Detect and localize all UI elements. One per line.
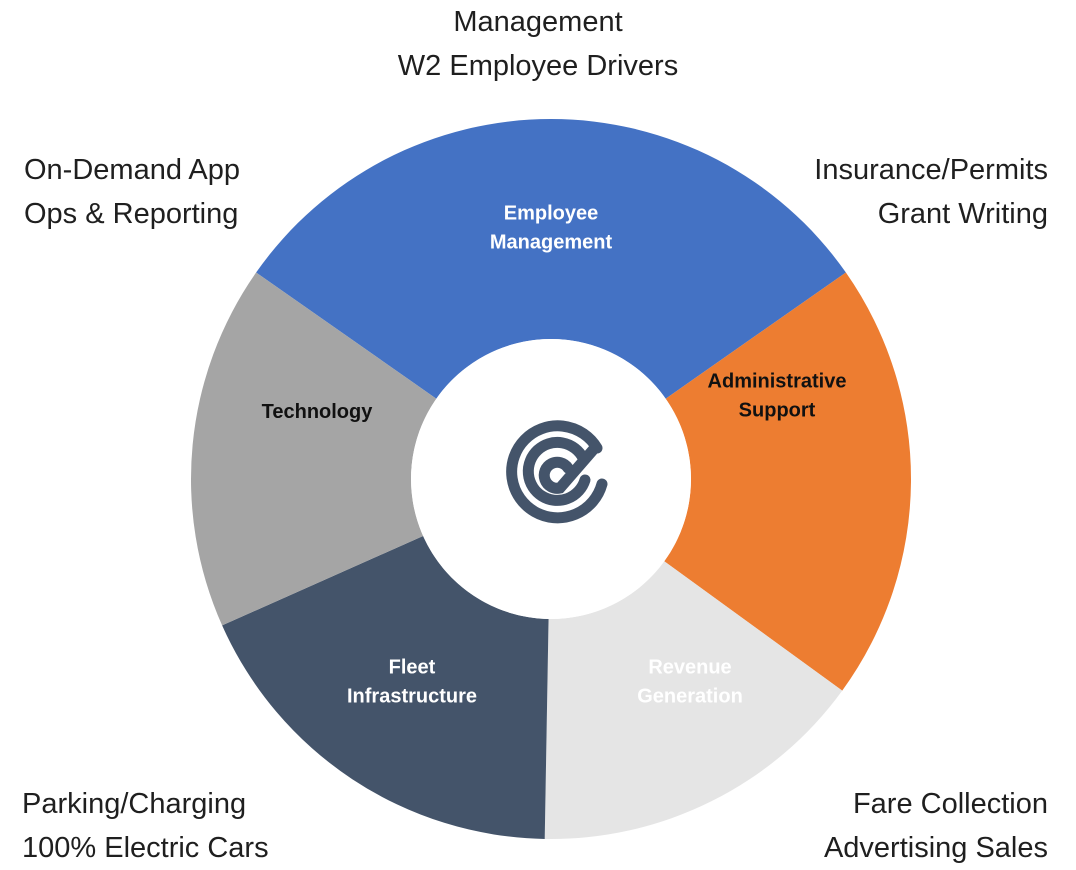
segment-label-fleet-line-1: Fleet [389,657,436,679]
segment-labels: EmployeeManagementAdministrativeSupportR… [262,203,847,708]
segment-label-employee-line-1: Employee [504,203,598,225]
segment-label-administrative-line-1: Administrative [708,371,847,393]
segment-label-administrative-line-2: Support [739,400,816,422]
segment-label-revenue-line-2: Generation [637,686,743,708]
label-top-right-line-1: Insurance/Permits [814,154,1048,186]
segment-label-revenue-line-1: Revenue [648,657,731,679]
external-label-top-right: Insurance/Permits Grant Writing [814,148,1048,236]
company-logo-icon [506,420,608,524]
external-label-top-left: On-Demand App Ops & Reporting [24,148,240,236]
label-bottom-right-line-2: Advertising Sales [823,832,1048,864]
center-hub [411,339,691,619]
label-bottom-right-line-1: Fare Collection [852,788,1048,820]
segment-technology [190,272,437,626]
external-label-bottom-right: Fare Collection Advertising Sales [824,782,1048,870]
segment-fleet [222,535,549,839]
label-top-right-line-2: Grant Writing [877,198,1048,230]
segment-label-technology-line-1: Technology [262,401,374,423]
segment-revenue [544,561,843,839]
external-label-bottom-left: Parking/Charging 100% Electric Cars [22,782,269,870]
segments-layer [190,119,912,839]
segment-label-employee-line-2: Management [490,232,613,254]
segment-administrative [664,272,912,691]
label-bottom-left-line-2: 100% Electric Cars [22,832,269,864]
segment-employee [256,119,846,399]
label-top-left-line-1: On-Demand App [24,154,241,186]
label-top-left-line-2: Ops & Reporting [24,198,239,230]
label-bottom-left-line-1: Parking/Charging [22,788,247,820]
label-top-line-2: W2 Employee Drivers [397,50,679,82]
segment-label-fleet-line-2: Infrastructure [347,686,477,708]
label-top-line-1: Management [453,6,623,38]
external-label-top: Management W2 Employee Drivers [0,0,1076,88]
